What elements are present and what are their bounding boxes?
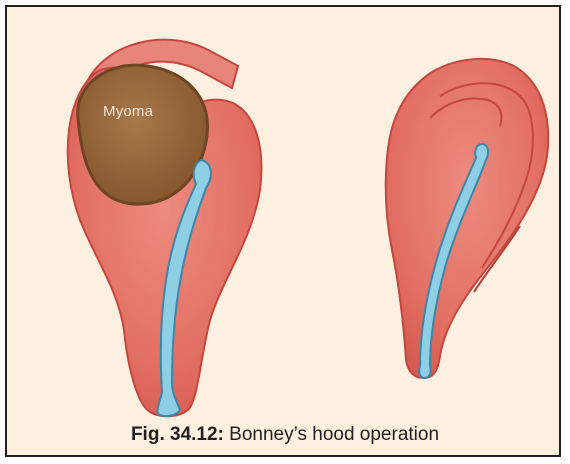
caption-number: Fig. 34.12: xyxy=(131,424,224,445)
figure-caption: Fig. 34.12: Bonney’s hood operation xyxy=(0,424,570,446)
myoma-label: Myoma xyxy=(103,103,153,120)
caption-text: Bonney’s hood operation xyxy=(224,424,439,445)
myoma xyxy=(78,65,208,204)
uterus-after xyxy=(386,59,548,378)
reconstructed-body xyxy=(386,59,548,378)
uterus-before xyxy=(68,40,262,417)
